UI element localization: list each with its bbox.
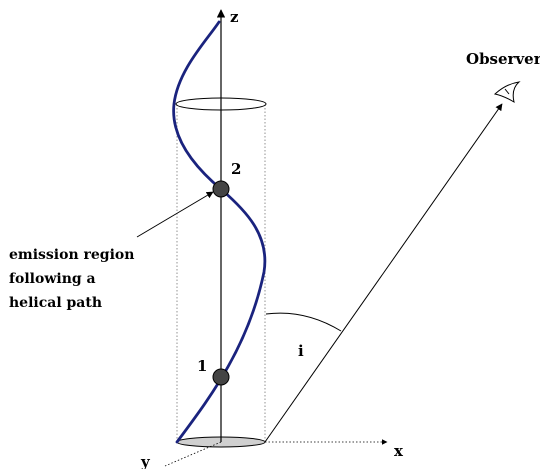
point-1-label: 1: [197, 357, 207, 375]
emission-point-1: [212, 368, 230, 386]
observer-label: Observer: [466, 50, 540, 68]
x-axis-label: x: [394, 442, 404, 460]
angle-arc: [265, 312, 342, 332]
y-axis-label: y: [140, 453, 151, 469]
helix-path: [172, 20, 267, 444]
line-of-sight: [264, 103, 503, 443]
angle-label: i: [298, 342, 304, 360]
emission-label-line-1: emission region: [9, 247, 134, 263]
z-axis-label: z: [230, 8, 239, 26]
eye-icon: [493, 81, 521, 104]
emission-point-2: [212, 180, 230, 198]
emission-label-line-3: helical path: [9, 295, 102, 311]
emission-pointer-arrow: [136, 191, 214, 238]
point-2-label: 2: [231, 160, 241, 178]
emission-label-line-2: following a: [9, 271, 96, 287]
